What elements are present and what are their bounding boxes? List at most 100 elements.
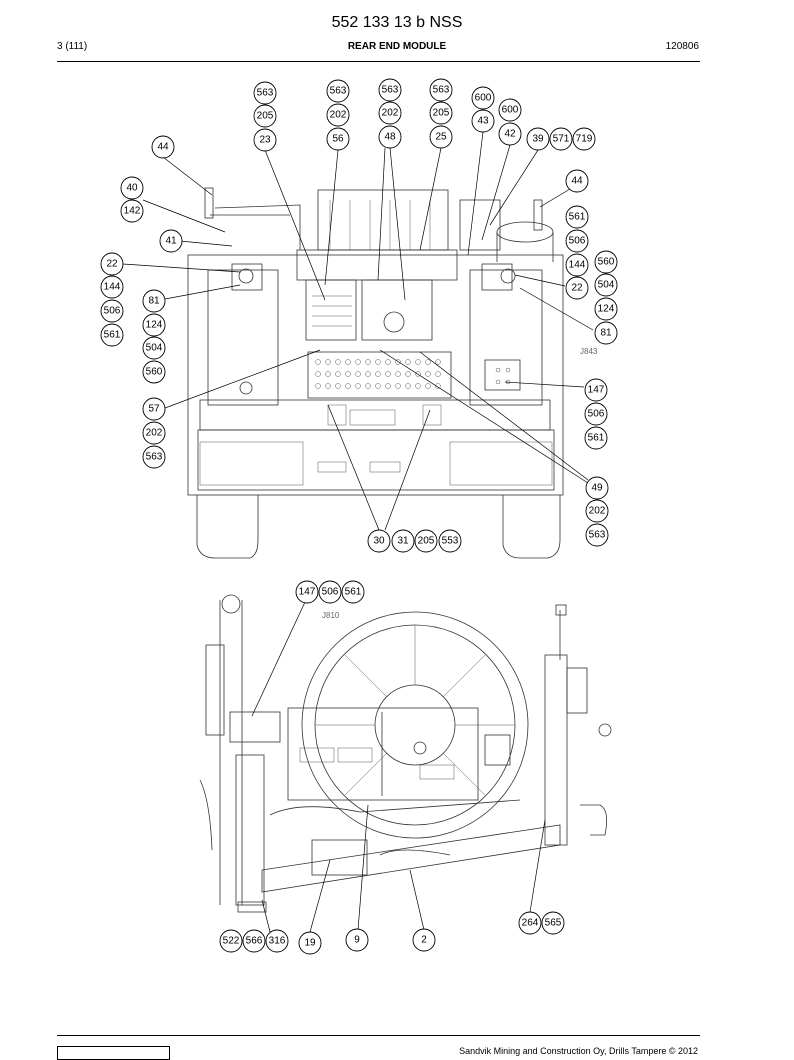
svg-text:504: 504 [598,280,615,291]
callout: 144 [100,275,124,299]
svg-text:202: 202 [589,506,606,517]
callout: 124 [594,297,618,321]
svg-text:506: 506 [588,409,605,420]
callout: 22 [565,276,589,300]
callout: 57 [142,397,166,421]
svg-text:563: 563 [330,86,347,97]
svg-text:147: 147 [299,587,316,598]
svg-text:553: 553 [442,536,459,547]
document-date: 120806 [665,41,699,52]
svg-text:23: 23 [259,135,271,146]
callout: 566 [242,929,266,953]
svg-text:205: 205 [257,111,274,122]
svg-text:600: 600 [502,105,519,116]
svg-text:25: 25 [435,132,447,143]
company-logo [57,1046,170,1060]
svg-text:41: 41 [165,236,177,247]
svg-text:561: 561 [588,433,605,444]
svg-text:560: 560 [598,257,615,268]
svg-text:560: 560 [146,367,163,378]
svg-text:202: 202 [146,428,163,439]
callout: 205 [429,101,453,125]
callout: 42 [498,122,522,146]
callout: 506 [318,580,342,604]
svg-text:600: 600 [475,93,492,104]
callout: 31 [391,529,415,553]
callout: 561 [341,580,365,604]
callout: 563 [378,78,402,102]
callout: 600 [471,86,495,110]
svg-text:144: 144 [104,282,121,293]
module-name: REAR END MODULE [347,41,447,52]
callout: 560 [594,250,618,274]
callout: 147 [295,580,319,604]
svg-text:81: 81 [600,328,612,339]
svg-text:22: 22 [106,259,118,270]
callout: 563 [429,78,453,102]
svg-text:142: 142 [124,206,141,217]
svg-text:506: 506 [569,236,586,247]
callouts-lower: 147 506 561 264 565 522 566 316 19 9 2 [219,580,565,955]
callout: 571 [549,127,573,151]
callout: 25 [429,125,453,149]
callout: 81 [594,321,618,345]
callout: 44 [151,135,175,159]
svg-text:19: 19 [304,938,316,949]
callout: 316 [265,929,289,953]
svg-text:44: 44 [157,142,169,153]
svg-text:563: 563 [146,452,163,463]
svg-text:81: 81 [148,296,160,307]
callout: 205 [253,104,277,128]
svg-text:9: 9 [354,935,360,946]
svg-text:202: 202 [382,108,399,119]
callout: 142 [120,199,144,223]
callout: 561 [100,323,124,347]
callout: 506 [100,299,124,323]
callout: 124 [142,313,166,337]
svg-text:124: 124 [598,304,615,315]
callout: 719 [572,127,596,151]
callout: 504 [594,273,618,297]
callout: 600 [498,98,522,122]
svg-text:2: 2 [421,935,427,946]
svg-text:719: 719 [576,134,593,145]
callout: 81 [142,289,166,313]
callout: 553 [438,529,462,553]
callout: 264 [518,911,542,935]
footer-rule [57,1035,700,1036]
callout: 560 [142,360,166,384]
connector-tag-lower: J810 [322,611,340,620]
callouts-upper: 563 205 23 563 202 56 563 202 48 563 205… [100,78,618,553]
callout: 563 [253,81,277,105]
callout: 561 [565,205,589,229]
callout: 49 [585,476,609,500]
svg-text:44: 44 [571,176,583,187]
callout: 30 [367,529,391,553]
callout: 2 [412,928,436,952]
svg-text:561: 561 [345,587,362,598]
callout: 504 [142,336,166,360]
svg-text:504: 504 [146,343,163,354]
callout: 22 [100,252,124,276]
callout: 23 [253,128,277,152]
svg-text:563: 563 [433,85,450,96]
svg-text:571: 571 [553,134,570,145]
svg-text:202: 202 [330,110,347,121]
svg-text:56: 56 [332,134,344,145]
callout: 563 [326,79,350,103]
page-number: 3 (111) [57,41,88,52]
svg-text:561: 561 [569,212,586,223]
svg-text:49: 49 [591,483,603,494]
callout: 202 [142,421,166,445]
callout: 144 [565,253,589,277]
callout: 506 [565,229,589,253]
callout: 563 [585,523,609,547]
svg-text:522: 522 [223,936,240,947]
callout: 147 [584,378,608,402]
callout: 205 [414,529,438,553]
callout: 9 [345,928,369,952]
footer-copyright: Sandvik Mining and Construction Oy, Dril… [459,1046,698,1056]
rear-view-drawing [187,187,564,559]
callout: 48 [378,125,402,149]
